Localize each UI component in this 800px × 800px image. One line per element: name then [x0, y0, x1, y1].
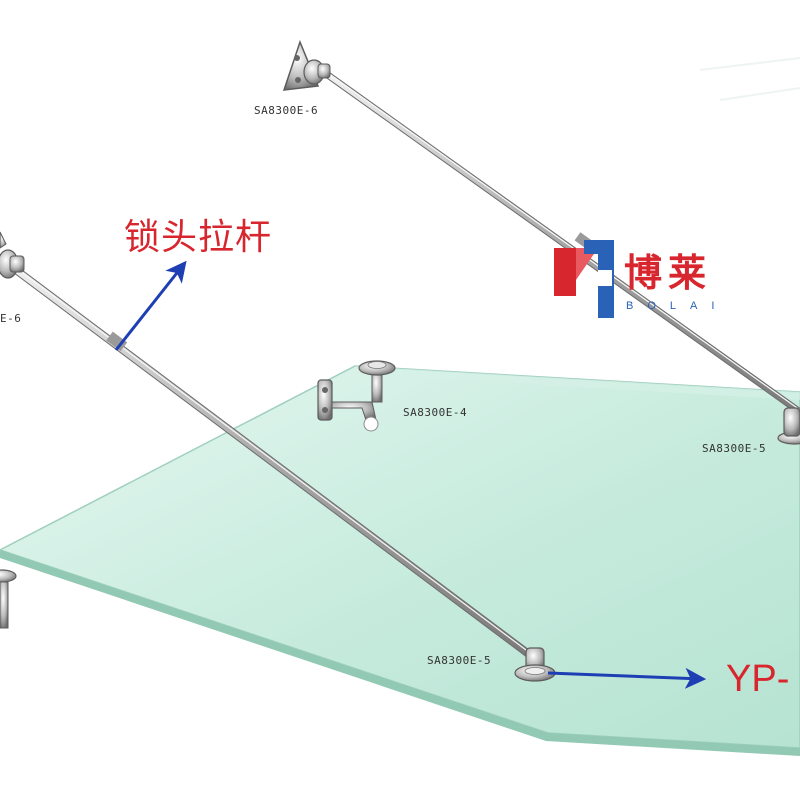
clamp-callout-arrow: [547, 667, 707, 689]
tension-rod-right: [314, 64, 800, 416]
glass-clamp-left: [0, 569, 17, 629]
tension-rod-left: [0, 254, 538, 662]
clamp-callout-text: YP-: [726, 658, 790, 700]
label-top-right-rod-mount: SA8300E-6: [254, 104, 319, 117]
brand-logo-en: BOLAI: [626, 300, 729, 312]
rod-callout-text: 锁头拉杆: [124, 217, 273, 258]
brand-logo-cn: 博莱: [624, 250, 713, 295]
label-left-rod-mount: E-6: [0, 312, 22, 325]
label-right-glass-clamp: SA8300E-5: [702, 442, 767, 455]
wall-mount-left: [0, 231, 25, 279]
wall-mount-top-right: [282, 39, 331, 91]
brand-logo-mark: [554, 240, 614, 318]
callout-arrows: [114, 260, 707, 689]
rod-callout-arrow: [114, 260, 187, 351]
center-support-bracket: [317, 360, 396, 432]
brand-logo: 博莱 BOLAI: [554, 236, 734, 320]
glass-clamp-front: [514, 647, 556, 682]
background-reflection: [699, 57, 800, 101]
glass-clamp-right: [777, 407, 800, 445]
label-center-bracket: SA8300E-4: [403, 406, 468, 419]
label-front-glass-clamp: SA8300E-5: [427, 654, 492, 667]
